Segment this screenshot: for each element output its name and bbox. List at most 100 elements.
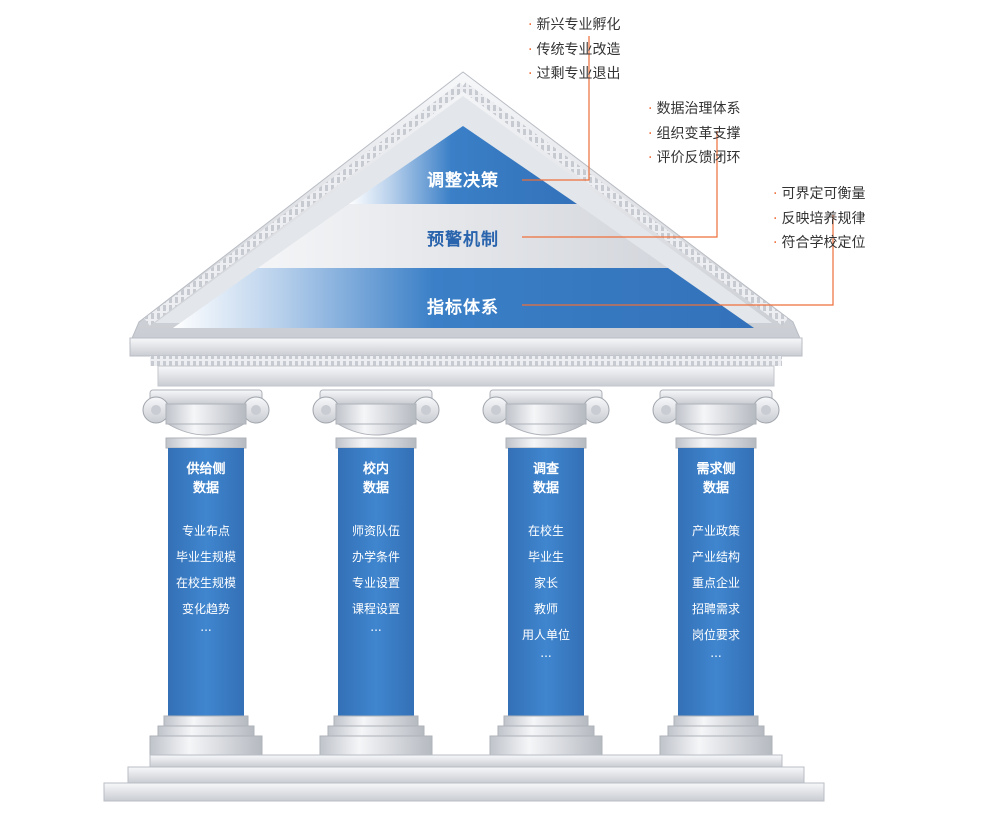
- annotation-item: ·评价反馈闭环: [648, 150, 741, 166]
- column-items: 产业政策 产业结构 重点企业 招聘需求 岗位要求 ...: [678, 518, 754, 660]
- column-plinth: [149, 735, 263, 756]
- pediment-dentil-right: [460, 82, 788, 326]
- column-echinus-curve: [676, 423, 756, 436]
- column-items: 师资队伍 办学条件 专业设置 课程设置 ...: [338, 518, 414, 634]
- column-volute-left-eye: [491, 405, 501, 415]
- column-volute-left-eye: [661, 405, 671, 415]
- temple-base: [103, 754, 825, 802]
- column-item: 产业政策: [691, 524, 740, 538]
- column-base-scotia: [327, 725, 425, 737]
- column-necking: [335, 437, 417, 449]
- column-volute-left-eye: [151, 405, 161, 415]
- column-volute-left-eye: [321, 405, 331, 415]
- base-step-1: [149, 754, 783, 768]
- annotation-item: ·组织变革支撑: [648, 125, 741, 142]
- column-base-torus: [163, 715, 249, 727]
- connector-line-3: [522, 215, 834, 306]
- connector-line-1: [522, 36, 590, 181]
- column-item: 毕业生: [527, 550, 564, 564]
- column-item: ...: [540, 646, 552, 660]
- column-shaft: [678, 448, 754, 716]
- pediment: [129, 71, 803, 387]
- column-abacus: [149, 389, 263, 405]
- column-item: 产业结构: [691, 550, 740, 564]
- column-title: 需求侧数据: [696, 462, 736, 496]
- column-necking: [165, 437, 247, 449]
- annotation-item: ·反映培养规律: [773, 210, 866, 227]
- column-base-scotia: [497, 725, 595, 737]
- column-volute-right-eye: [761, 405, 771, 415]
- column-item: 办学条件: [351, 550, 400, 564]
- annotation-item: ·过剩专业退出: [528, 66, 621, 82]
- column-item: 用人单位: [521, 628, 570, 642]
- column-base-scotia: [157, 725, 255, 737]
- base-step-2: [127, 766, 805, 784]
- pediment-dentil-left: [144, 82, 466, 326]
- pediment-label-middle: 预警机制: [427, 230, 499, 250]
- connector-line-2: [522, 131, 718, 238]
- column-item: ...: [200, 620, 212, 634]
- column-items: 专业布点 毕业生规模 在校生规模 变化趋势 ...: [168, 518, 244, 634]
- pediment-band-top: [349, 126, 577, 204]
- column-shaft: [508, 448, 584, 716]
- column-plinth: [319, 735, 433, 756]
- entablature-cornice: [129, 337, 803, 357]
- column-item: 师资队伍: [351, 524, 400, 538]
- pediment-band-bottom: [173, 268, 754, 328]
- column-title: 调查数据: [532, 462, 559, 496]
- column-shaft: [168, 448, 244, 716]
- column-volute-right-eye: [251, 405, 261, 415]
- column-base-scotia: [667, 725, 765, 737]
- column-item: 毕业生规模: [175, 550, 236, 564]
- column-item: 专业布点: [181, 524, 230, 538]
- column-item: 教师: [533, 602, 558, 616]
- column-item: 专业设置: [351, 576, 400, 590]
- column-echinus: [505, 403, 587, 425]
- pediment-label-bottom: 指标体系: [427, 298, 499, 318]
- annotation-item: ·传统专业改造: [528, 41, 621, 58]
- column-item: 在校生规模: [175, 576, 236, 590]
- column-item: 在校生: [527, 524, 564, 538]
- column-item: 家长: [533, 576, 558, 590]
- column-necking: [675, 437, 757, 449]
- column-echinus-curve: [336, 423, 416, 436]
- column-demand-side: 需求侧数据 产业政策 产业结构 重点企业 招聘需求 岗位要求 ...: [678, 448, 754, 716]
- column-base-torus: [503, 715, 589, 727]
- annotation-item: ·符合学校定位: [773, 235, 866, 251]
- column-echinus-curve: [166, 423, 246, 436]
- column-necking: [505, 437, 587, 449]
- column-echinus: [675, 403, 757, 425]
- annotation-group-3: ·可界定可衡量 ·反映培养规律 ·符合学校定位: [773, 182, 865, 256]
- column-volute-right-eye: [591, 405, 601, 415]
- column-echinus: [165, 403, 247, 425]
- column-supply-side: 供给侧数据 专业布点 毕业生规模 在校生规模 变化趋势 ...: [168, 448, 244, 716]
- pediment-label-top: 调整决策: [427, 171, 499, 191]
- column-item: ...: [370, 620, 382, 634]
- column-title: 校内数据: [362, 462, 389, 496]
- base-step-3: [103, 782, 825, 802]
- column-item: 招聘需求: [691, 602, 740, 616]
- column-items: 在校生 毕业生 家长 教师 用人单位 ...: [508, 518, 584, 660]
- column-item: 岗位要求: [691, 628, 740, 642]
- annotation-item: ·可界定可衡量: [773, 186, 866, 202]
- column-item: 课程设置: [351, 602, 400, 616]
- column-echinus-curve: [506, 423, 586, 436]
- column-item: 重点企业: [691, 576, 740, 590]
- column-item: 变化趋势: [181, 602, 230, 616]
- column-volute-right-eye: [421, 405, 431, 415]
- connector-lines: [522, 36, 834, 306]
- column-item: ...: [710, 646, 722, 660]
- annotation-group-2: ·数据治理体系 ·组织变革支撑 ·评价反馈闭环: [648, 97, 740, 171]
- annotation-item: ·数据治理体系: [648, 101, 741, 117]
- column-base-torus: [333, 715, 419, 727]
- annotation-item: ·新兴专业孵化: [528, 17, 621, 33]
- column-plinth: [659, 735, 773, 756]
- pediment-band-middle: [258, 204, 668, 268]
- entablature-dentils: [150, 356, 782, 366]
- column-plinth: [489, 735, 603, 756]
- column-echinus: [335, 403, 417, 425]
- column-survey: 调查数据 在校生 毕业生 家长 教师 用人单位 ...: [508, 448, 584, 716]
- column-shaft: [338, 448, 414, 716]
